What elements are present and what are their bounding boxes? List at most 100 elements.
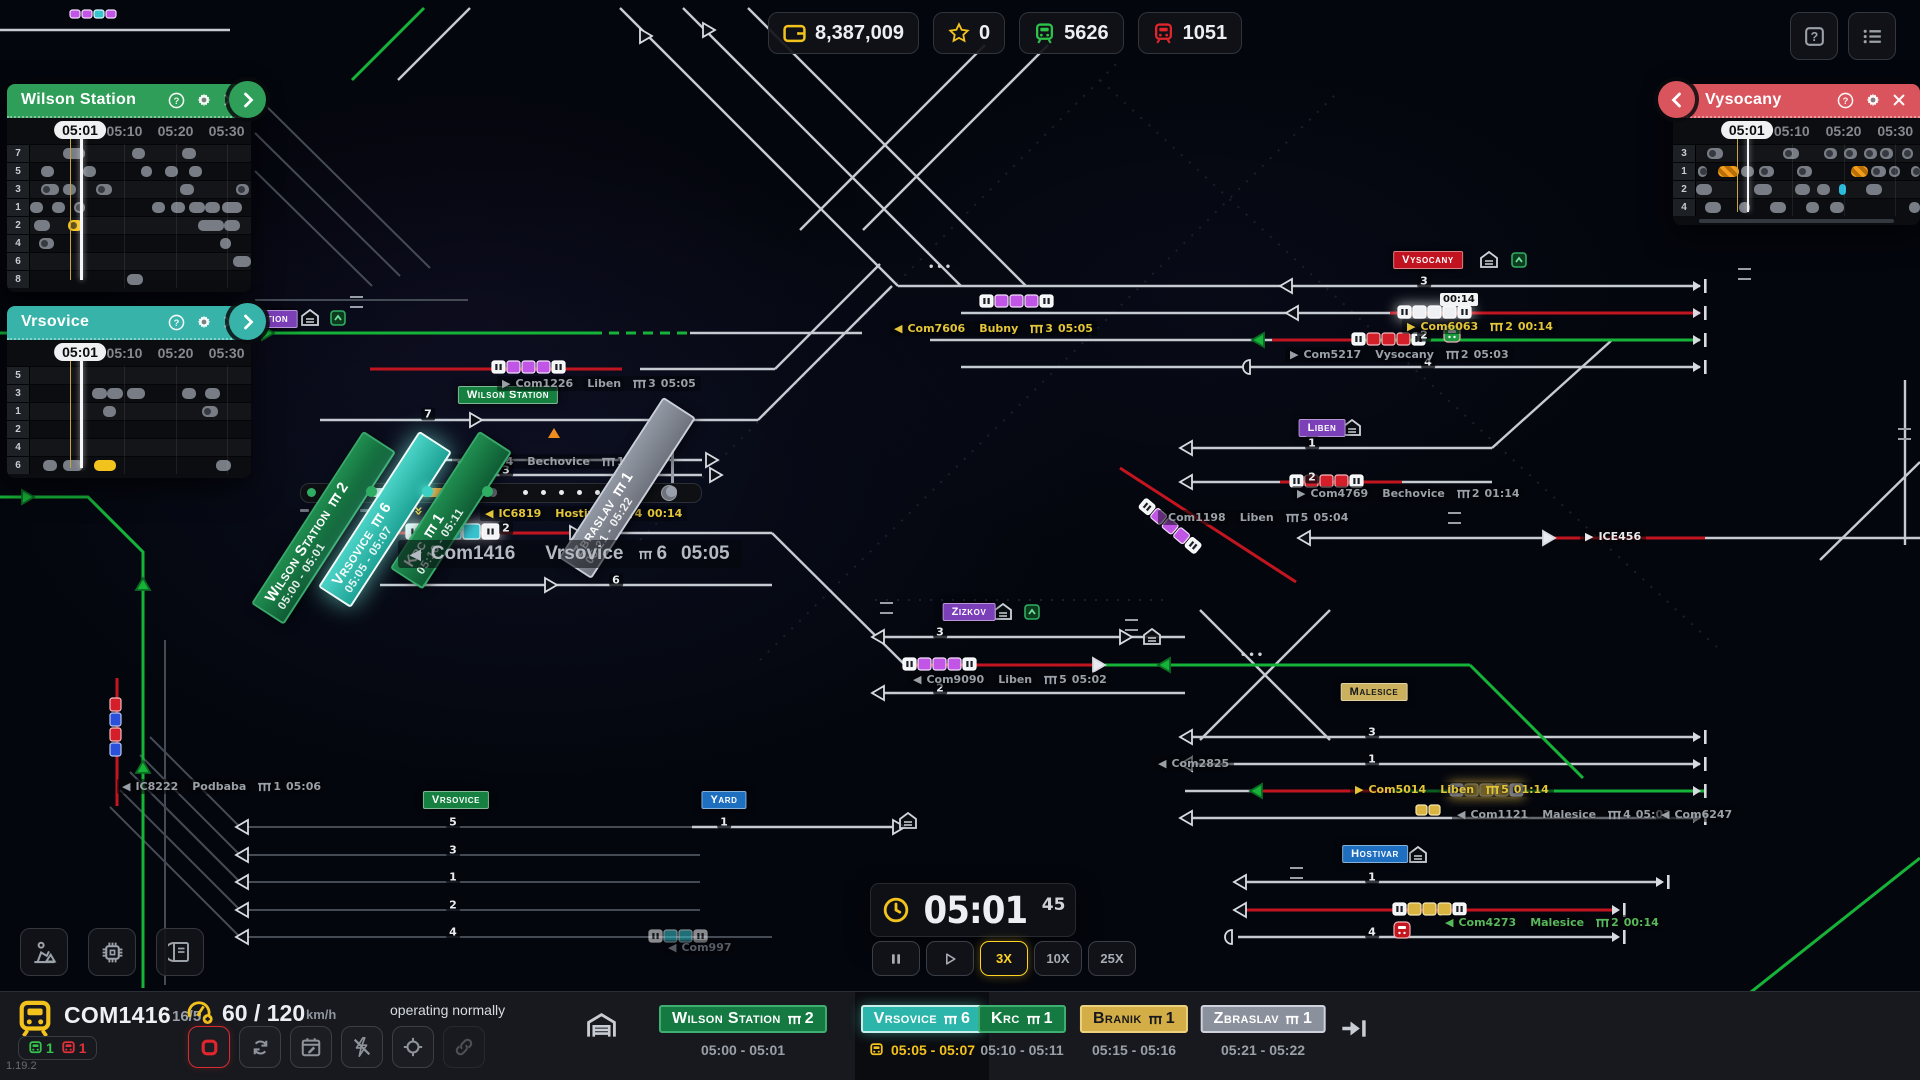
schedule-block[interactable] <box>67 220 84 231</box>
row-cells[interactable] <box>30 145 251 162</box>
schedule-block[interactable] <box>63 460 84 471</box>
schedule-block[interactable] <box>127 388 145 399</box>
help-button[interactable]: ? <box>1790 12 1838 60</box>
auto-depart-off-button[interactable] <box>341 1026 383 1068</box>
station-label-malesice[interactable]: Malesice <box>1340 683 1408 701</box>
gear-icon[interactable] <box>196 92 212 108</box>
schedule-block[interactable] <box>204 202 221 213</box>
schedule-block[interactable] <box>1864 148 1878 159</box>
schedule-block[interactable] <box>91 388 108 399</box>
reroute-button[interactable] <box>239 1026 281 1068</box>
row-cells[interactable] <box>30 271 251 288</box>
schedule-block[interactable] <box>1758 166 1775 177</box>
schedule-block[interactable] <box>182 388 196 399</box>
row-cells[interactable] <box>30 439 251 456</box>
schedule-block[interactable] <box>1794 184 1811 195</box>
row-cells[interactable] <box>30 181 251 198</box>
schedule-block[interactable] <box>1704 202 1721 213</box>
schedule-block[interactable] <box>171 202 185 213</box>
schedule-block[interactable] <box>1796 166 1813 177</box>
gear-icon[interactable] <box>1865 92 1881 108</box>
stars-badge[interactable]: 0 <box>932 12 1006 54</box>
schedule-block[interactable] <box>1830 202 1844 213</box>
panel-help-icon[interactable]: ? <box>1837 92 1854 109</box>
station-label-vysocany[interactable]: Vysocany <box>1393 251 1463 269</box>
selected-train-label[interactable]: ◀ Com1416 Vrsovice 6 05:05 <box>398 540 742 568</box>
trains-ok-badge[interactable]: 5626 <box>1019 12 1124 54</box>
row-cells[interactable] <box>1696 163 1920 180</box>
edit-schedule-button[interactable] <box>290 1026 332 1068</box>
schedule-block[interactable] <box>220 238 232 249</box>
row-cells[interactable] <box>1696 181 1920 198</box>
schedule-block[interactable] <box>1879 148 1894 159</box>
schedule-block[interactable] <box>215 460 232 471</box>
schedule-block[interactable] <box>63 184 77 195</box>
gear-icon[interactable] <box>196 314 212 330</box>
schedule-block[interactable] <box>1769 202 1786 213</box>
row-cells[interactable] <box>30 217 251 234</box>
build-mode-button[interactable] <box>20 928 68 976</box>
row-cells[interactable] <box>30 385 251 402</box>
row-cells[interactable] <box>30 457 251 474</box>
locate-train-button[interactable] <box>392 1026 434 1068</box>
panel-collapse-button[interactable] <box>229 303 266 340</box>
schedule-block[interactable] <box>233 256 251 267</box>
schedule-block[interactable] <box>1911 166 1920 177</box>
schedule-block[interactable] <box>1839 184 1847 195</box>
panel-scrollbar[interactable] <box>1673 216 1920 225</box>
trains-alert-badge[interactable]: 1051 <box>1137 12 1243 54</box>
speed-button-10x[interactable]: 10X <box>1034 941 1082 976</box>
schedule-block[interactable] <box>180 184 194 195</box>
station-label-zizkov[interactable]: Zizkov <box>942 603 996 621</box>
schedule-block[interactable] <box>41 166 55 177</box>
schedule-block[interactable] <box>1696 184 1712 195</box>
schedule-block[interactable] <box>1908 202 1920 213</box>
close-icon[interactable] <box>1892 93 1906 107</box>
schedule-block[interactable] <box>189 166 203 177</box>
speed-button-3x[interactable]: 3X <box>980 941 1028 976</box>
schedule-block[interactable] <box>182 148 196 159</box>
schedule-block[interactable] <box>1888 166 1900 177</box>
row-cells[interactable] <box>1696 145 1920 162</box>
schedule-block[interactable] <box>1816 184 1831 195</box>
schedule-block[interactable] <box>34 220 50 231</box>
station-label-liben[interactable]: Liben <box>1298 419 1346 437</box>
stop-train-button[interactable] <box>188 1026 230 1068</box>
row-cells[interactable] <box>30 367 251 384</box>
schedule-block[interactable] <box>224 220 240 231</box>
schedule-block[interactable] <box>127 274 143 285</box>
schedule-block[interactable] <box>38 238 55 249</box>
schedule-block[interactable] <box>1870 166 1887 177</box>
contracts-button[interactable] <box>88 928 136 976</box>
train-label-com997[interactable]: ◀Com997 <box>663 940 737 955</box>
scrollbar-thumb[interactable] <box>1699 219 1894 223</box>
train-label-com6247[interactable]: ◀Com6247 <box>1656 807 1738 822</box>
play-button[interactable] <box>926 941 974 976</box>
station-label-yard[interactable]: Yard <box>701 791 747 809</box>
schedule-block[interactable] <box>202 406 218 417</box>
schedule-block[interactable] <box>1805 202 1820 213</box>
schedule-block[interactable] <box>222 202 243 213</box>
row-cells[interactable] <box>30 253 251 270</box>
panel-help-icon[interactable]: ? <box>168 314 185 331</box>
speed-button-25x[interactable]: 25X <box>1088 941 1136 976</box>
row-cells[interactable] <box>30 199 251 216</box>
schedule-block[interactable] <box>151 202 165 213</box>
station-label-hostivar[interactable]: Hostivar <box>1342 845 1408 863</box>
train-label-com2825[interactable]: ◀Com2825 <box>1153 756 1235 771</box>
